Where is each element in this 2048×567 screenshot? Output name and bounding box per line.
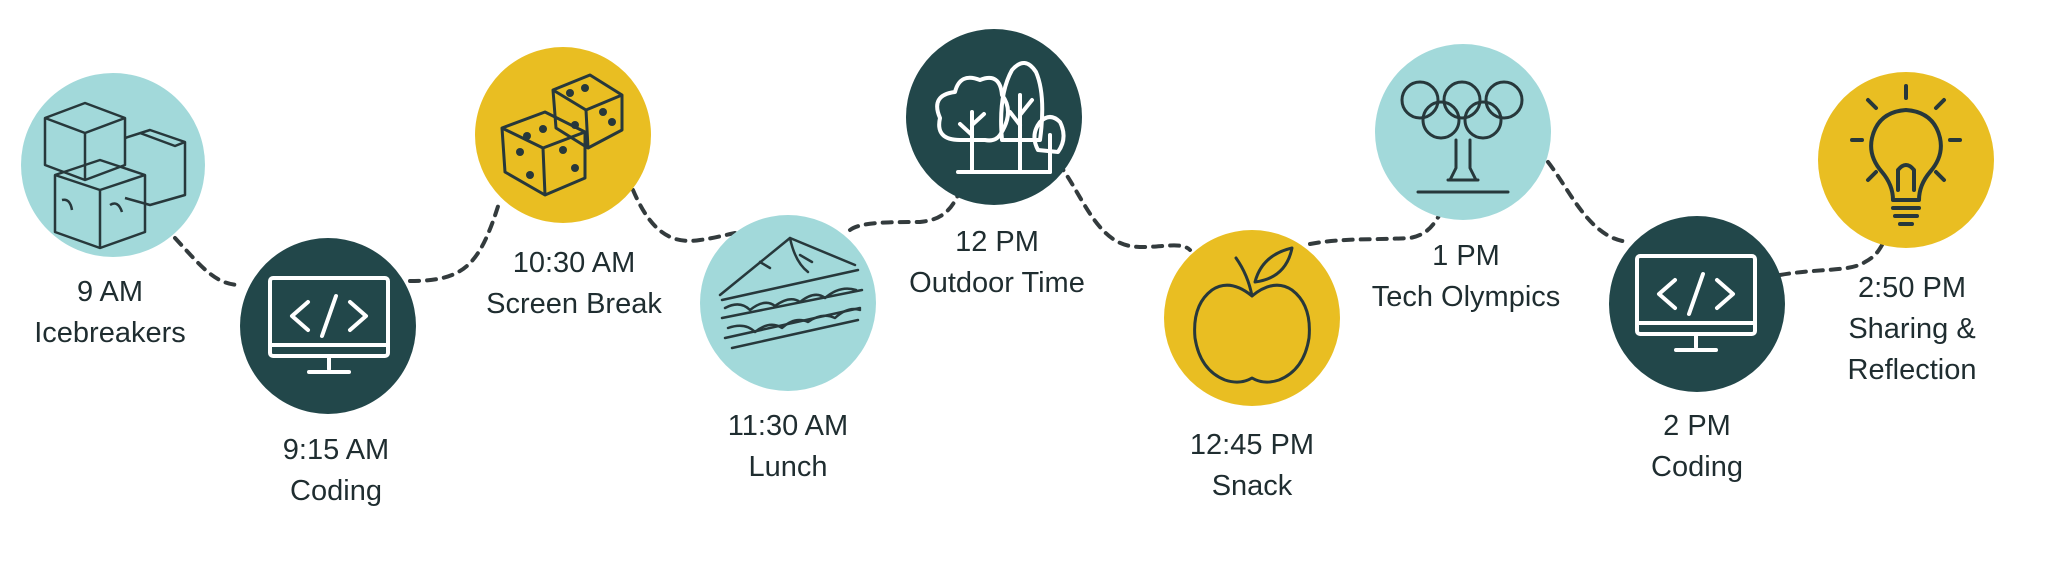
circle-tech-olympics xyxy=(1375,44,1551,220)
apple-icon xyxy=(1193,246,1311,384)
activity-text: Sharing & xyxy=(1848,313,1976,345)
trees-icon xyxy=(935,61,1066,174)
circle-lunch xyxy=(700,215,876,391)
connector-2-3 xyxy=(408,198,502,283)
circle-snack xyxy=(1164,230,1340,406)
activity-text: Screen Break xyxy=(486,288,662,320)
time-text: 12 PM xyxy=(955,226,1039,258)
circle-coding-2 xyxy=(1609,216,1785,392)
circle-coding-1 xyxy=(240,238,416,414)
activity-text: Icebreakers xyxy=(34,317,186,349)
sandwich-icon xyxy=(718,236,864,350)
connector-7-8 xyxy=(1546,160,1632,244)
time-text: 2:50 PM xyxy=(1858,272,1966,304)
connector-3-4 xyxy=(631,188,737,243)
activity-text: Outdoor Time xyxy=(909,267,1085,299)
dice-icon xyxy=(500,73,624,197)
time-text: 9:15 AM xyxy=(282,434,390,466)
lightbulb-icon xyxy=(1850,84,1962,226)
label-sharing-reflection: 2:50 PM Sharing & Reflection xyxy=(1848,268,1977,391)
label-lunch: 11:30 AM Lunch xyxy=(728,406,848,488)
connector-4-5 xyxy=(848,193,960,232)
activity-text: Coding xyxy=(1651,451,1743,483)
activity-text: Coding xyxy=(290,475,382,507)
activity-text: Tech Olympics xyxy=(1371,281,1561,313)
time-text: 1 PM xyxy=(1432,240,1500,272)
connector-5-6 xyxy=(1056,161,1192,252)
label-icebreakers: 9 AM Icebreakers xyxy=(34,272,186,354)
connector-6-7 xyxy=(1308,212,1442,246)
olympic-rings-icon xyxy=(1400,80,1524,194)
label-outdoor-time: 12 PM Outdoor Time xyxy=(909,222,1085,304)
activity-text-line2: Reflection xyxy=(1847,354,1977,386)
activity-text: Lunch xyxy=(748,451,828,483)
connector-1-2 xyxy=(173,236,242,287)
label-screen-break: 10:30 AM Screen Break xyxy=(486,243,662,325)
activity-text: Snack xyxy=(1211,470,1293,502)
time-text: 9 AM xyxy=(76,276,144,308)
time-text: 11:30 AM xyxy=(727,410,849,442)
time-text: 2 PM xyxy=(1663,410,1731,442)
label-tech-olympics: 1 PM Tech Olympics xyxy=(1372,236,1561,318)
time-text: 10:30 AM xyxy=(512,247,636,279)
ice-cubes-icon xyxy=(43,101,187,250)
label-coding-1: 9:15 AM Coding xyxy=(283,430,389,512)
connector-8-9 xyxy=(1778,236,1888,277)
monitor-code-icon xyxy=(268,276,390,374)
label-snack: 12:45 PM Snack xyxy=(1190,425,1314,507)
circle-sharing xyxy=(1818,72,1994,248)
time-text: 12:45 PM xyxy=(1189,429,1315,461)
label-coding-2: 2 PM Coding xyxy=(1651,406,1743,488)
monitor-code-icon xyxy=(1635,254,1757,352)
